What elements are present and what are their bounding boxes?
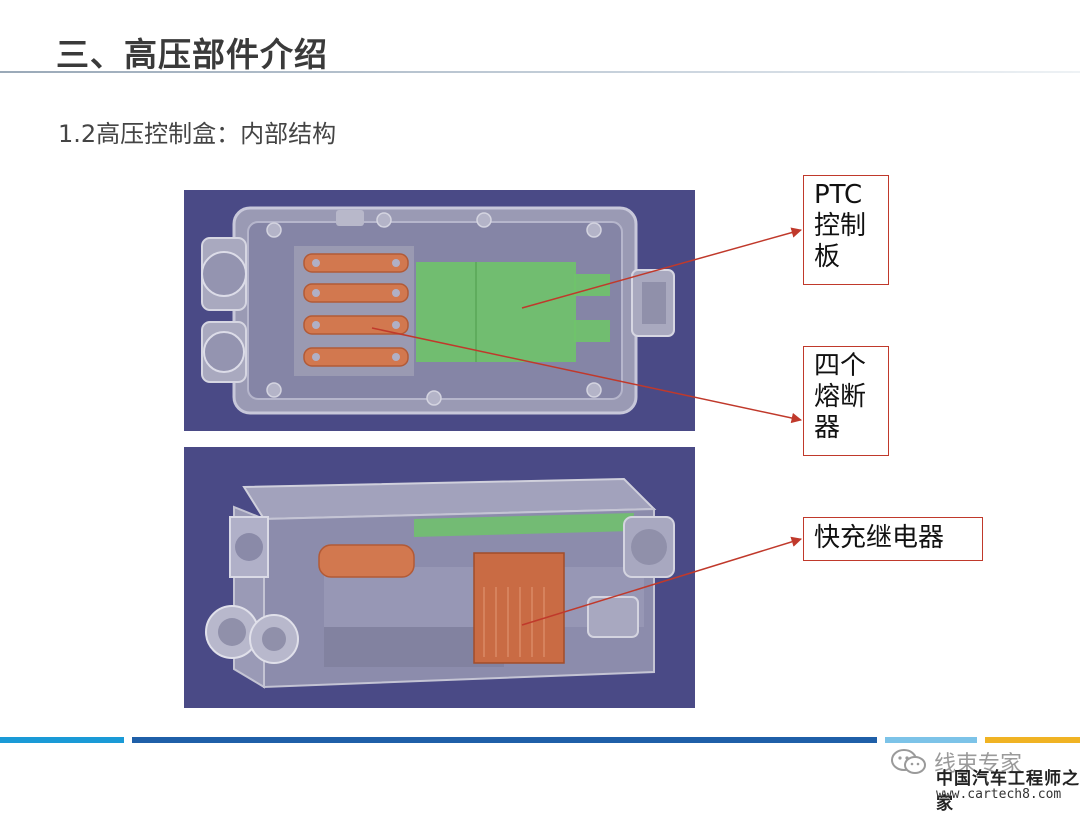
watermark-url: www.cartech8.com [936, 787, 1062, 802]
top-view-render [184, 190, 695, 431]
title-divider [0, 71, 1080, 73]
fuse-label-line-3: 器 [814, 413, 841, 443]
fuse-label-line-1: 四个 [814, 351, 867, 381]
four-fuses-label: 四个 熔断 器 [803, 346, 889, 456]
footer-bar-blue [132, 737, 877, 743]
footer-bar-light [885, 737, 977, 743]
watermark-account: 线束专家 [934, 752, 1023, 777]
wechat-icon [891, 749, 926, 774]
perspective-view-render [184, 447, 695, 708]
page-title: 三、高压部件介绍 [56, 35, 328, 74]
watermark-site-name: 中国汽车工程师之家 [936, 769, 1080, 814]
footer-bar-yellow [985, 737, 1080, 743]
watermark: 线束专家 [890, 745, 1022, 779]
fuse-label-line-2: 熔断 [814, 382, 867, 412]
ptc-label-line-3: 板 [814, 242, 841, 272]
page-subtitle: 1.2高压控制盒：内部结构 [58, 120, 337, 148]
ptc-label-line-1: PTC [814, 180, 863, 210]
fast-charge-relay-label: 快充继电器 [803, 517, 983, 561]
footer-bar-cyan [0, 737, 124, 743]
ptc-control-board-label: PTC 控制 板 [803, 175, 889, 285]
relay-leader-line [521, 536, 803, 626]
ptc-label-line-2: 控制 [814, 211, 867, 241]
ptc-leader-line [521, 227, 803, 309]
fuse-leader-line [371, 327, 803, 424]
